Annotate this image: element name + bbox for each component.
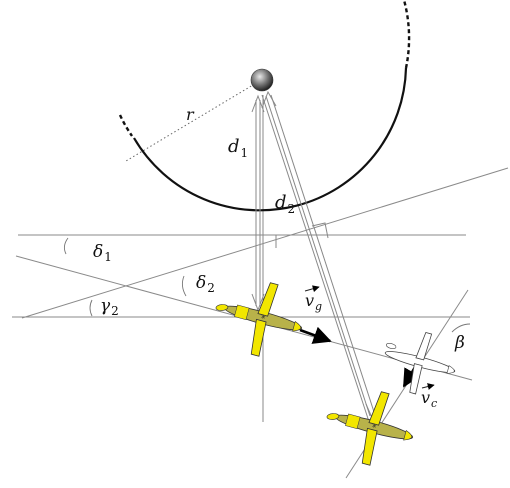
circle-arc (133, 67, 408, 212)
delta1-angle-arc (63, 237, 69, 255)
label-d1: d1 (228, 136, 248, 160)
label-delta2: δ2 (196, 273, 215, 295)
right-angle-marker-1 (263, 234, 277, 248)
vc-vector-overline (421, 383, 435, 390)
circle-arc-dashed-left (118, 114, 133, 137)
label-r: r (186, 105, 195, 124)
circle-arc-dashed-right (402, 0, 411, 69)
slant-line (261, 94, 376, 441)
tangent-line (21, 167, 509, 319)
right-angle-marker-2 (311, 222, 329, 239)
label-d2: d2 (275, 192, 295, 216)
beta-angle-arc (451, 323, 471, 333)
distance-d2-arrow (261, 90, 381, 422)
vg-vector-arrow (299, 326, 332, 344)
vg-vector-overline (304, 285, 320, 293)
label-vg: vg (305, 291, 322, 313)
svg-text:*: * (371, 423, 377, 433)
delta2-angle-arc (181, 275, 187, 297)
label-vc: vc (421, 388, 437, 410)
svg-text:*: * (260, 314, 266, 324)
glider-1: * (215, 282, 303, 357)
distance-d1-arrow (251, 94, 265, 312)
gamma2-angle-arc (89, 299, 93, 317)
label-delta1: δ1 (93, 242, 112, 264)
radius-line (125, 81, 259, 162)
label-beta: β (454, 333, 465, 353)
glider-2: * (326, 391, 414, 466)
glider-ghost (384, 332, 456, 395)
label-gamma2: γ2 (100, 296, 119, 318)
center-buoy (250, 68, 274, 92)
